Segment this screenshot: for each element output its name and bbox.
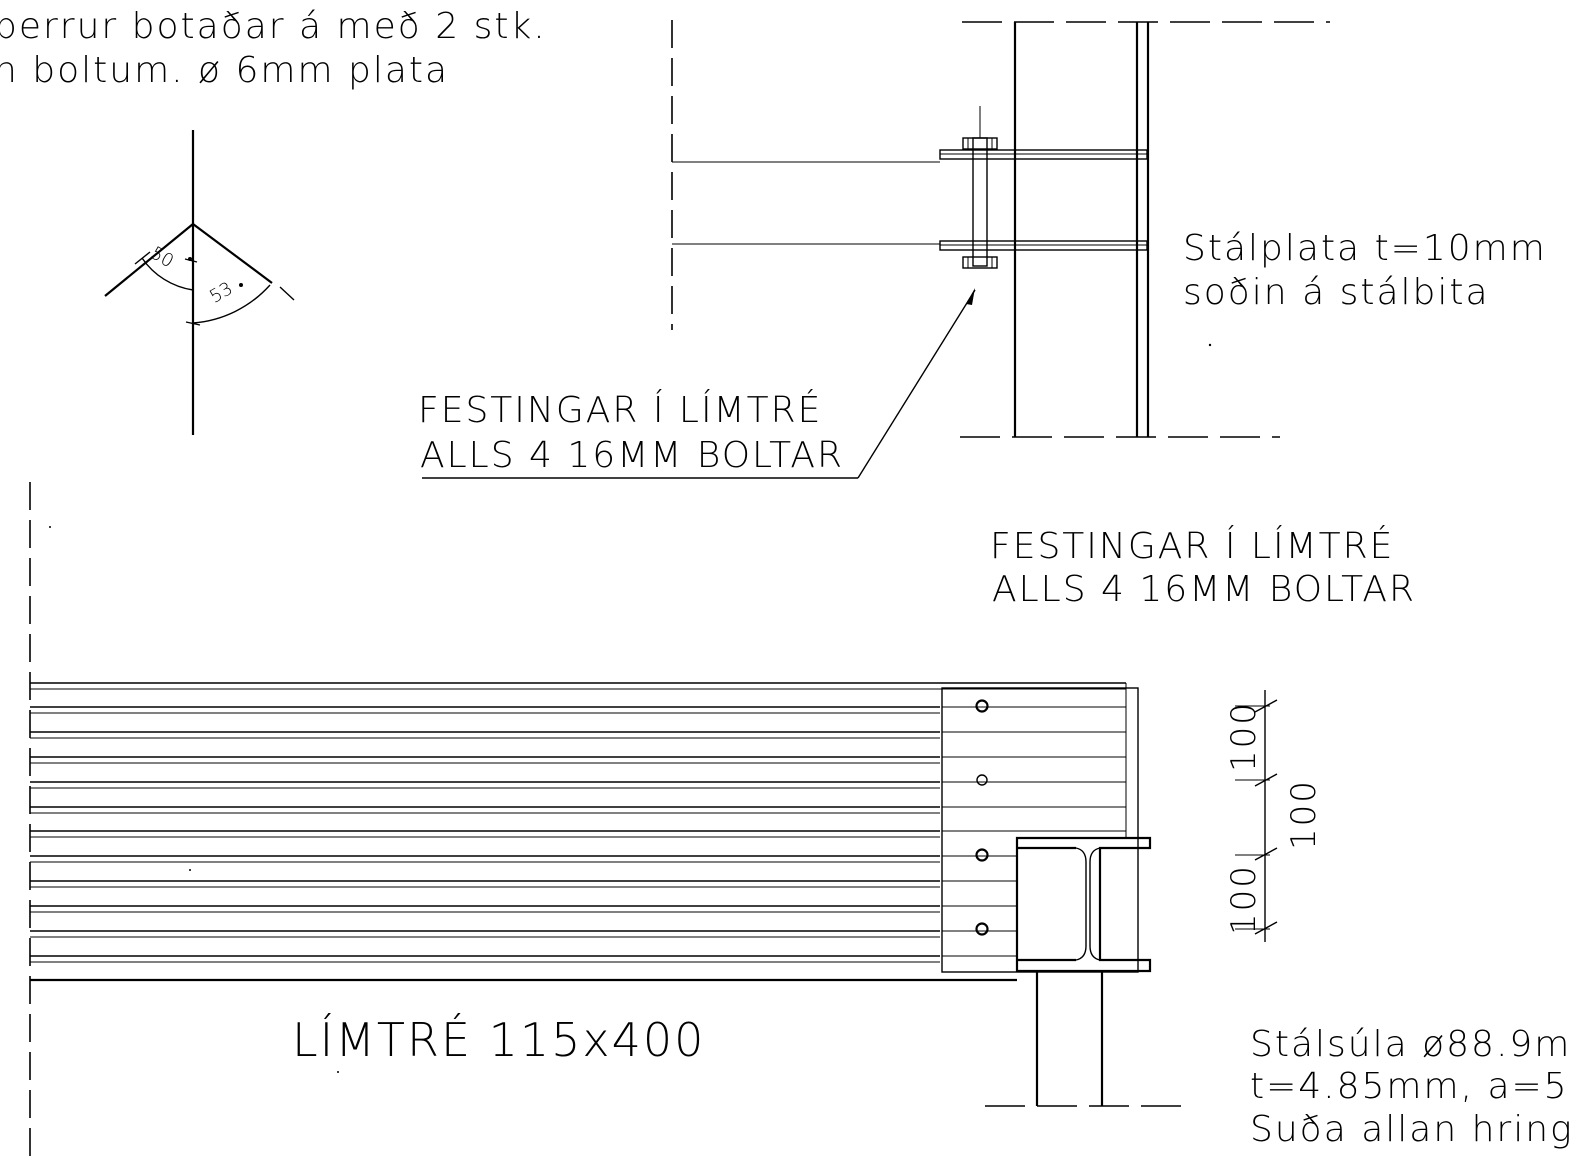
dimension-100-b: 100 bbox=[1284, 779, 1324, 850]
glulam-label: LÍMTRÉ 115x400 bbox=[292, 1013, 705, 1067]
column-note-line2: t=4.85mm, a=5 bbox=[1250, 1066, 1569, 1107]
plan-label-line2: ALLS 4 16MM BOLTAR bbox=[992, 569, 1416, 610]
bolts-callout-line1: FESTINGAR Í LÍMTRÉ bbox=[418, 389, 822, 431]
steel-plate-note-line2: soðin á stálbita bbox=[1183, 272, 1490, 313]
angle-right-label: 53 bbox=[206, 278, 236, 308]
column-note-line1: Stálsúla ø88.9m bbox=[1250, 1024, 1571, 1065]
section-view bbox=[422, 20, 1330, 479]
note-top-left-line1: perrur botaðar á með 2 stk. bbox=[0, 6, 547, 47]
plan-view bbox=[29, 482, 1278, 1165]
angle-detail: 50 53 bbox=[104, 130, 295, 435]
bolts-callout-line2: ALLS 4 16MM BOLTAR bbox=[420, 435, 844, 476]
steel-plate-note-line1: Stálplata t=10mm bbox=[1183, 228, 1547, 269]
angle-left-label: 50 bbox=[147, 243, 177, 273]
dimension-100-a: 100 bbox=[1224, 701, 1264, 772]
dimension-100-c: 100 bbox=[1224, 864, 1264, 935]
plan-label-line1: FESTINGAR Í LÍMTRÉ bbox=[990, 525, 1394, 567]
note-top-left-line2: n boltum. ø 6mm plata bbox=[0, 50, 449, 91]
column-note-line3: Suða allan hring bbox=[1250, 1109, 1574, 1150]
